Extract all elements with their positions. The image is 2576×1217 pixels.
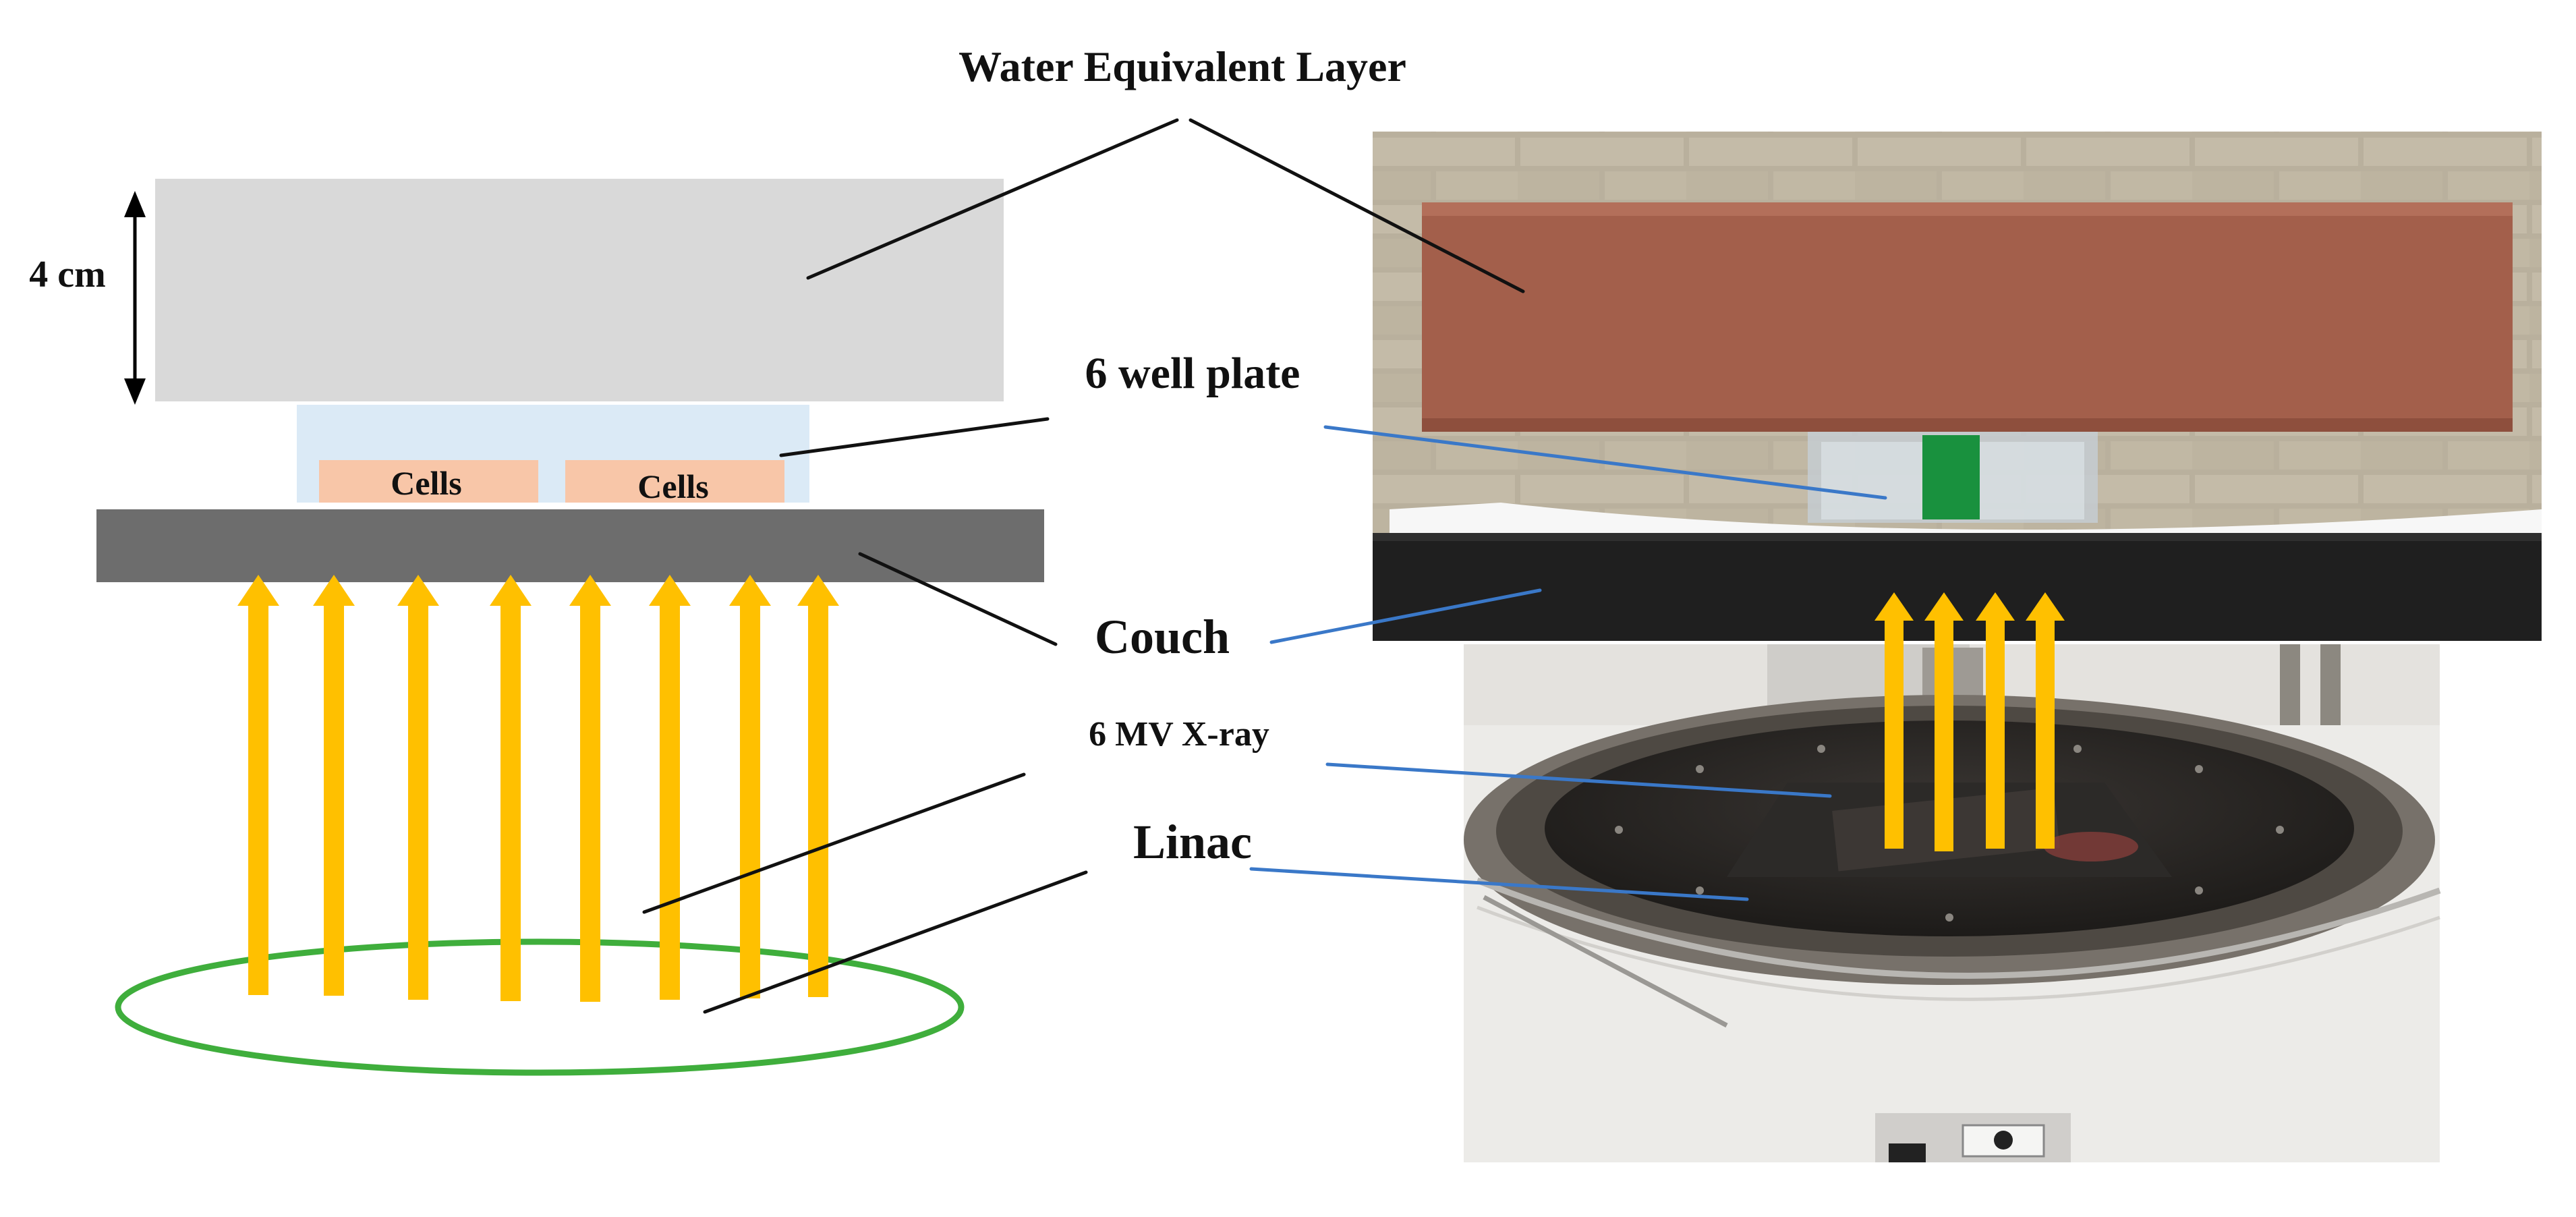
water-layer-label: Water Equivalent Layer bbox=[958, 43, 1406, 90]
leader-linac-to-schematic bbox=[703, 870, 1088, 1014]
xray-label: 6 MV X-ray bbox=[1089, 715, 1269, 754]
beam-arrow-icon bbox=[649, 575, 691, 1000]
water-equivalent-layer-block bbox=[155, 179, 1004, 401]
photo-beam-arrow-icon bbox=[1924, 592, 1964, 851]
cells-block-right bbox=[565, 460, 784, 503]
leader-lines bbox=[642, 118, 1887, 1014]
beam-arrow-icon bbox=[729, 575, 771, 998]
couch-block bbox=[96, 509, 1044, 582]
couch-label: Couch bbox=[1095, 610, 1230, 664]
cells-label-left: Cells bbox=[391, 464, 462, 502]
photo-beam-arrow-icon bbox=[1976, 592, 2015, 849]
linac-label: Linac bbox=[1133, 815, 1252, 869]
leader-plate-to-schematic bbox=[779, 417, 1050, 457]
photo-beam-arrow-icon bbox=[1874, 592, 1914, 849]
thickness-arrow-icon bbox=[124, 191, 146, 405]
leader-couch-to-photo bbox=[1269, 588, 1542, 644]
beam-arrow-icon bbox=[797, 575, 839, 997]
leader-water-to-photo bbox=[1189, 118, 1525, 293]
beam-arrow-icon bbox=[237, 575, 279, 995]
beam-arrow-icon bbox=[490, 575, 532, 1001]
thickness-label: 4 cm bbox=[29, 254, 106, 295]
cells-block-left bbox=[319, 460, 538, 503]
leader-couch-to-schematic bbox=[858, 552, 1058, 646]
leader-plate-to-photo bbox=[1323, 425, 1887, 500]
leader-linac-to-photo bbox=[1249, 867, 1749, 901]
beam-arrow-icon bbox=[397, 575, 439, 1000]
photo-beam-arrow-icon bbox=[2026, 592, 2065, 849]
schematic bbox=[96, 179, 1044, 1076]
labels: Water Equivalent Layer 4 cm 6 well plate… bbox=[29, 43, 1406, 869]
setup-photograph bbox=[1373, 132, 2542, 1162]
cells-label-right: Cells bbox=[637, 468, 709, 505]
leader-water-to-schematic bbox=[806, 118, 1179, 280]
beam-arrow-icon bbox=[313, 575, 355, 996]
beam-arrow-icon bbox=[569, 575, 611, 1002]
leader-xray-to-photo bbox=[1325, 762, 1832, 798]
linac-ellipse bbox=[115, 938, 965, 1076]
leader-xray-to-schematic bbox=[642, 772, 1026, 914]
schematic-beams bbox=[237, 575, 839, 1002]
well-plate-label: 6 well plate bbox=[1085, 349, 1300, 398]
photo-slab-on-couch bbox=[1373, 132, 2542, 641]
photo-beams bbox=[1874, 592, 2065, 851]
